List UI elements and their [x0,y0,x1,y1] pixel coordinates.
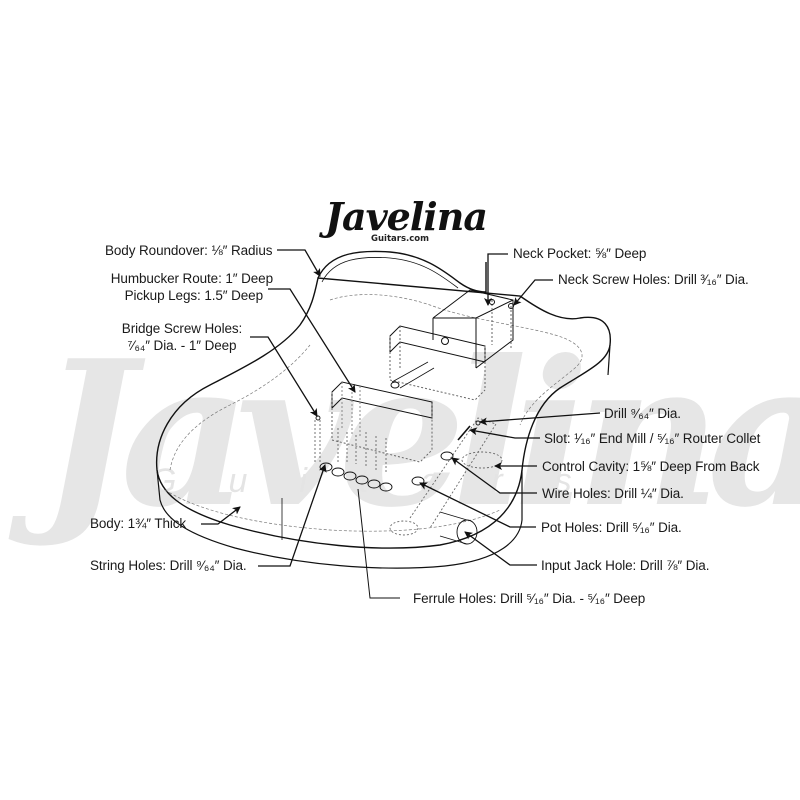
leader-slot [469,427,540,439]
logo-wordmark: Javelina [325,194,488,239]
label-body-roundover: Body Roundover: ⅛″ Radius [105,243,273,258]
leader-neck-screw [513,279,553,306]
label-input-jack-hole: Input Jack Hole: Drill ⅞″ Dia. [541,558,710,573]
label-wire-holes: Wire Holes: Drill ¼″ Dia. [542,486,684,501]
label-ferrule-holes: Ferrule Holes: Drill ⁵⁄₁₆″ Dia. - ⁵⁄₁₆″ … [413,591,646,606]
body-inner-dashed [164,294,583,532]
leader-wire-holes [451,457,537,494]
neck-pocket-route [432,289,514,369]
label-bridge-screw-holes: Bridge Screw Holes: [121,321,243,336]
leader-ferrule [357,488,400,599]
body-outline [155,250,612,569]
logo-url: Guitars.com [371,234,429,244]
label-bridge-screw-holes-size: ⁷⁄₆₄″ Dia. - 1″ Deep [127,338,237,353]
neck-humbucker-route [389,325,486,401]
leader-lines [201,249,601,599]
leader-pot-holes [419,482,536,528]
leader-body-thick [201,506,241,525]
leader-neck-pocket [484,253,508,306]
leader-bridge-screw [250,336,318,417]
label-pot-holes: Pot Holes: Drill ⁵⁄₁₆″ Dia. [541,520,682,535]
leader-drill-964 [479,412,601,426]
label-control-cavity: Control Cavity: 1⅝″ Deep From Back [542,459,760,474]
watermark-logo: Javelina [40,317,800,552]
control-cavity [389,417,503,545]
javelina-logo: Javelina Guitars.com [325,194,488,252]
label-drill-964: Drill ⁹⁄₆₄″ Dia. [604,406,681,421]
label-neck-screw-holes: Neck Screw Holes: Drill ³⁄₁₆″ Dia. [558,272,749,287]
label-slot: Slot: ¹⁄₁₆″ End Mill / ⁵⁄₁₆″ Router Coll… [544,431,761,446]
leader-humbucker-route [268,288,356,393]
string-holes [314,415,393,492]
label-string-holes: String Holes: Drill ⁹⁄₆₄″ Dia. [90,558,247,573]
label-body-thick: Body: 1¾″ Thick [90,516,187,531]
leader-body-roundover [277,249,321,277]
label-neck-pocket: Neck Pocket: ⅝″ Deep [513,246,647,261]
leader-input-jack [464,531,537,566]
label-pickup-legs: Pickup Legs: 1.5″ Deep [124,288,264,303]
label-humbucker-route: Humbucker Route: 1″ Deep [110,271,273,286]
leader-string-holes [258,464,327,567]
